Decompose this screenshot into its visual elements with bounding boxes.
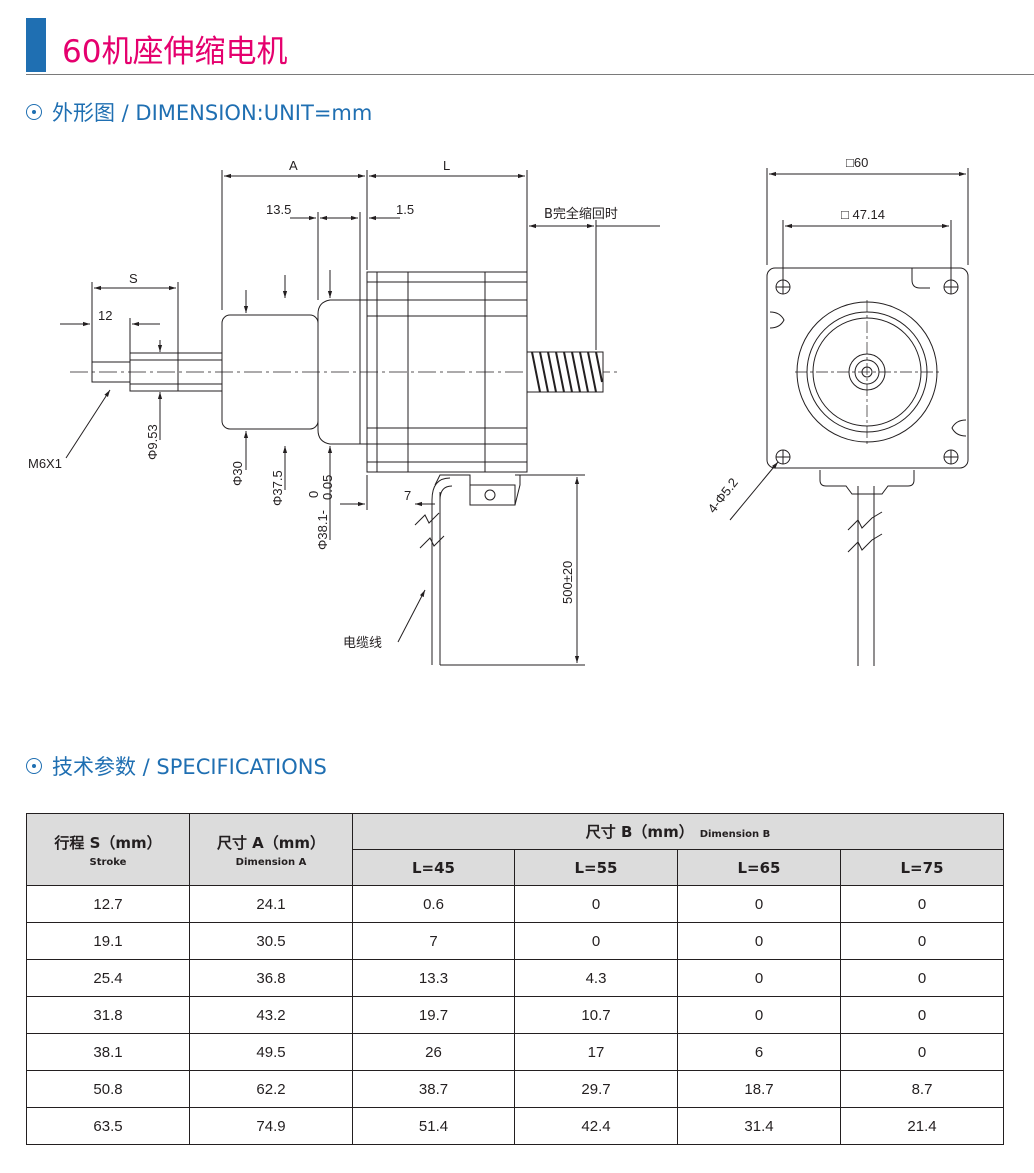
dim-13-5-label: 13.5 <box>266 202 291 217</box>
table-row: 12.7 24.1 0.6 0 0 0 <box>26 885 1005 923</box>
dim-square-47-14-label: □ 47.14 <box>841 207 885 222</box>
cell-L75: 0 <box>839 996 1005 1034</box>
dim-phi30-label: Φ30 <box>230 461 245 486</box>
cell-L65: 0 <box>677 959 841 997</box>
dim-B-label: B完全缩回时 <box>544 206 618 222</box>
header-dimension-a-label: 尺寸 A（mm） <box>216 833 326 852</box>
section-specs-heading: 技术参数 / SPECIFICATIONS <box>26 751 327 781</box>
cell-stroke: 12.7 <box>26 885 190 923</box>
lead-screw <box>526 351 604 393</box>
cell-L65: 0 <box>677 996 841 1034</box>
header-stroke-en: Stroke <box>89 856 127 868</box>
table-row: 25.4 36.8 13.3 4.3 0 0 <box>26 959 1005 997</box>
specs-table: 行程 S（mm） Stroke 尺寸 A（mm） Dimension A 尺寸 … <box>26 813 1005 1145</box>
table-row: 38.1 49.5 26 17 6 0 <box>26 1033 1005 1071</box>
cell-L75: 0 <box>839 922 1005 960</box>
dim-phi38-1-label: Φ38.1- <box>315 510 330 550</box>
dim-square-60-label: □60 <box>846 155 868 170</box>
cell-L45: 0.6 <box>352 885 515 923</box>
dim-12-label: 12 <box>98 308 112 323</box>
circle-bullet-icon <box>26 758 42 774</box>
header-stroke-label: 行程 S（mm） <box>54 833 162 852</box>
header-L45: L=45 <box>352 849 515 886</box>
mounting-holes-label: 4-Φ5.2 <box>705 475 741 516</box>
cell-L55: 17 <box>514 1033 678 1071</box>
circle-bullet-icon <box>26 104 42 120</box>
thread-label: M6X1 <box>28 456 62 471</box>
header-L75: L=75 <box>839 849 1005 886</box>
dim-1-5-label: 1.5 <box>396 202 414 217</box>
cell-L55: 42.4 <box>514 1107 678 1145</box>
cell-stroke: 31.8 <box>26 996 190 1034</box>
cell-dim-a: 30.5 <box>189 922 353 960</box>
dim-500-label: 500±20 <box>560 561 575 604</box>
table-row: 63.5 74.9 51.4 42.4 31.4 21.4 <box>26 1107 1005 1145</box>
header-L65: L=65 <box>677 849 841 886</box>
cell-L65: 18.7 <box>677 1070 841 1108</box>
dim-7-label: 7 <box>404 488 411 503</box>
cell-L65: 31.4 <box>677 1107 841 1145</box>
header-dimension-b-en: Dimension B <box>699 829 771 840</box>
header-stroke: 行程 S（mm） Stroke <box>26 813 190 886</box>
cell-L65: 0 <box>677 922 841 960</box>
cell-L65: 0 <box>677 885 841 923</box>
page-title: 60机座伸缩电机 <box>62 34 288 70</box>
page-header: 60机座伸缩电机 <box>26 18 1034 75</box>
cell-dim-a: 62.2 <box>189 1070 353 1108</box>
cell-stroke: 25.4 <box>26 959 190 997</box>
cell-L45: 26 <box>352 1033 515 1071</box>
cell-stroke: 38.1 <box>26 1033 190 1071</box>
cell-stroke: 63.5 <box>26 1107 190 1145</box>
cable-label: 电缆线 <box>343 635 382 651</box>
cell-L45: 51.4 <box>352 1107 515 1145</box>
dim-A-label: A <box>289 158 298 173</box>
table-row: 19.1 30.5 7 0 0 0 <box>26 922 1005 960</box>
cell-L75: 8.7 <box>839 1070 1005 1108</box>
motor-side-view <box>70 271 620 665</box>
header-dimension-a: 尺寸 A（mm） Dimension A <box>189 813 353 886</box>
cell-L45: 38.7 <box>352 1070 515 1108</box>
title-accent-bar <box>26 18 46 72</box>
cell-L45: 13.3 <box>352 959 515 997</box>
cell-L75: 0 <box>839 1033 1005 1071</box>
dim-L-label: L <box>443 158 450 173</box>
cell-L55: 29.7 <box>514 1070 678 1108</box>
cell-dim-a: 49.5 <box>189 1033 353 1071</box>
motor-front-view <box>766 267 969 666</box>
header-dimension-b-label: 尺寸 B（mm） <box>585 823 694 841</box>
header-dimension-b: 尺寸 B（mm） Dimension B <box>351 813 1005 850</box>
cell-L45: 7 <box>352 922 515 960</box>
cell-L75: 0 <box>839 959 1005 997</box>
dim-phi37-5-label: Φ37.5 <box>270 470 285 506</box>
section-specs-title: 技术参数 / SPECIFICATIONS <box>52 755 327 779</box>
section-dimension-heading: 外形图 / DIMENSION:UNIT=mm <box>26 97 372 127</box>
table-row: 31.8 43.2 19.7 10.7 0 0 <box>26 996 1005 1034</box>
cell-L75: 21.4 <box>839 1107 1005 1145</box>
cell-stroke: 19.1 <box>26 922 190 960</box>
header-dimension-a-en: Dimension A <box>235 856 307 868</box>
cell-L55: 0 <box>514 885 678 923</box>
tolerance-upper-label: 0 <box>306 491 321 498</box>
cell-L45: 19.7 <box>352 996 515 1034</box>
cell-L55: 10.7 <box>514 996 678 1034</box>
header-L55: L=55 <box>514 849 678 886</box>
cell-dim-a: 74.9 <box>189 1107 353 1145</box>
dim-S-label: S <box>129 271 138 286</box>
cell-dim-a: 36.8 <box>189 959 353 997</box>
tolerance-lower-label: 0.05 <box>320 475 335 500</box>
cell-L55: 0 <box>514 922 678 960</box>
cell-L55: 4.3 <box>514 959 678 997</box>
cell-L65: 6 <box>677 1033 841 1071</box>
cell-stroke: 50.8 <box>26 1070 190 1108</box>
cell-L75: 0 <box>839 885 1005 923</box>
cell-dim-a: 24.1 <box>189 885 353 923</box>
dim-phi9-53-label: Φ9.53 <box>145 424 160 460</box>
cell-dim-a: 43.2 <box>189 996 353 1034</box>
table-row: 50.8 62.2 38.7 29.7 18.7 8.7 <box>26 1070 1005 1108</box>
dimension-drawing: A L 13.5 1.5 B完全缩回时 S 12 M6X1 Φ9.53 Φ30 … <box>28 155 969 666</box>
section-dimension-title: 外形图 / DIMENSION:UNIT=mm <box>52 101 373 125</box>
